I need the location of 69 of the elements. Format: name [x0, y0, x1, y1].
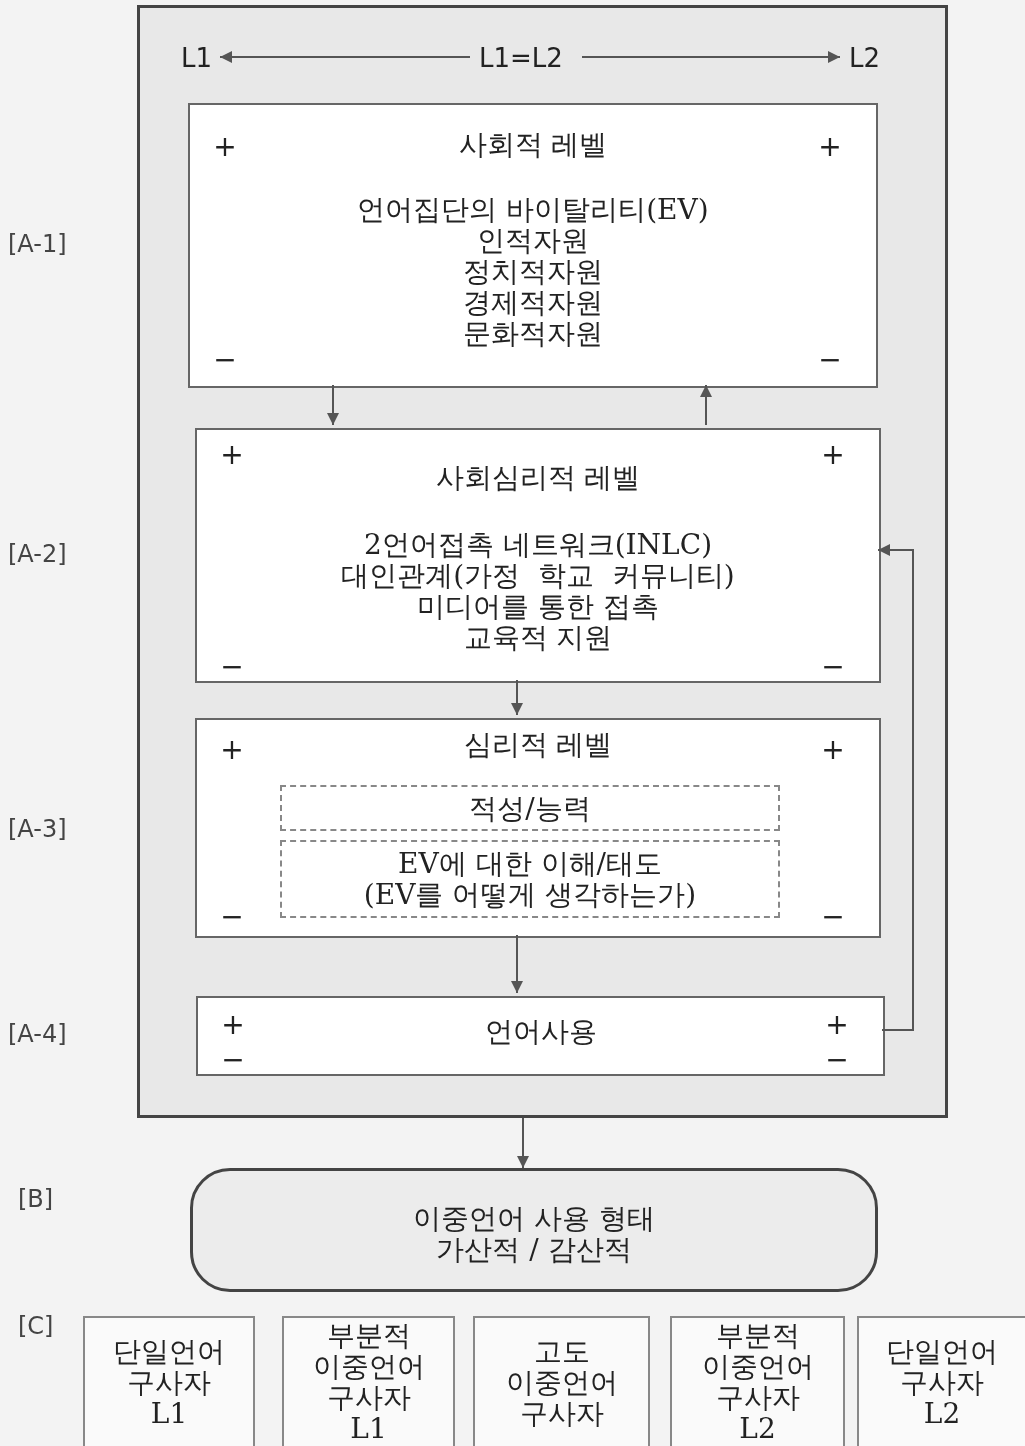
level-title: 심리적 레벨: [463, 729, 613, 760]
body-text: 언어집단의 바이탈리티(EV): [357, 194, 709, 225]
box-text: 단일언어 구사자 L2: [885, 1335, 999, 1429]
minus-sign: −: [820, 652, 846, 682]
body-text: 대인관계(가정 학교 커뮤니티): [341, 560, 735, 591]
arrow: [511, 934, 523, 994]
plus-sign: +: [820, 440, 846, 470]
plus-sign: +: [219, 735, 245, 765]
category-box: [857, 1316, 1025, 1446]
level-title: 언어사용: [484, 1016, 597, 1047]
arrow: [327, 384, 339, 426]
body-text: 교육적 지원: [463, 622, 613, 653]
level-tag: [B]: [18, 1185, 54, 1213]
minus-sign: −: [219, 902, 245, 932]
body-text: 2언어접촉 네트워크(INLC): [363, 529, 713, 560]
arrow: [219, 51, 471, 63]
scale-label: L1=L2: [479, 43, 563, 73]
level-box: [196, 996, 885, 1076]
body-text: 문화적자원: [463, 318, 603, 349]
body-text: (EV를 어떻게 생각하는가): [363, 879, 697, 910]
scale-label: L1: [181, 43, 213, 73]
body-text: 경제적자원: [463, 287, 603, 318]
dashed-box: [280, 840, 780, 918]
level-box: [188, 103, 878, 388]
level-title: 사회심리적 레벨: [435, 462, 641, 493]
plus-sign: +: [817, 132, 843, 162]
arrow: [700, 384, 712, 426]
body-text: 이중언어 사용 형태: [413, 1203, 655, 1234]
box-text: 단일언어 구사자 L1: [112, 1335, 226, 1429]
box-text: 부분적 이중언어 구사자 L1: [311, 1320, 426, 1444]
minus-sign: −: [817, 345, 843, 375]
level-title: 사회적 레벨: [458, 129, 608, 160]
category-box: [670, 1316, 845, 1446]
outer-frame: [137, 5, 948, 1118]
arrow: [511, 679, 523, 716]
plus-sign: +: [219, 440, 245, 470]
category-box: [473, 1316, 650, 1446]
plus-sign: +: [220, 1010, 246, 1040]
dashed-box: [280, 785, 780, 831]
box-text: 부분적 이중언어 구사자 L2: [700, 1320, 815, 1444]
minus-sign: −: [212, 345, 238, 375]
minus-sign: −: [824, 1045, 850, 1075]
minus-sign: −: [820, 902, 846, 932]
arrow: [517, 1117, 529, 1169]
plus-sign: +: [824, 1010, 850, 1040]
body-text: 미디어를 통한 접촉: [417, 591, 659, 622]
body-text: EV에 대한 이해/태도: [398, 848, 662, 879]
category-box: [282, 1316, 455, 1446]
minus-sign: −: [219, 652, 245, 682]
body-text: 적성/능력: [469, 792, 591, 824]
plus-sign: +: [820, 735, 846, 765]
level-tag: [A-2]: [8, 540, 67, 568]
level-tag: [A-1]: [8, 230, 67, 258]
rounded-box: [190, 1168, 878, 1292]
level-box: [195, 718, 881, 938]
level-tag: [A-4]: [8, 1020, 67, 1048]
box-text: 고도 이중언어 구사자: [504, 1335, 619, 1429]
arrow: [877, 544, 914, 1031]
category-box: [83, 1316, 255, 1446]
arrow: [581, 51, 841, 63]
minus-sign: −: [220, 1045, 246, 1075]
level-tag: [C]: [18, 1312, 54, 1340]
body-text: 인적자원: [477, 225, 589, 256]
plus-sign: +: [212, 132, 238, 162]
scale-label: L2: [849, 43, 881, 73]
body-text: 가산적 / 감산적: [436, 1234, 632, 1265]
level-tag: [A-3]: [8, 815, 67, 843]
body-text: 정치적자원: [463, 256, 603, 287]
level-box: [195, 428, 881, 683]
